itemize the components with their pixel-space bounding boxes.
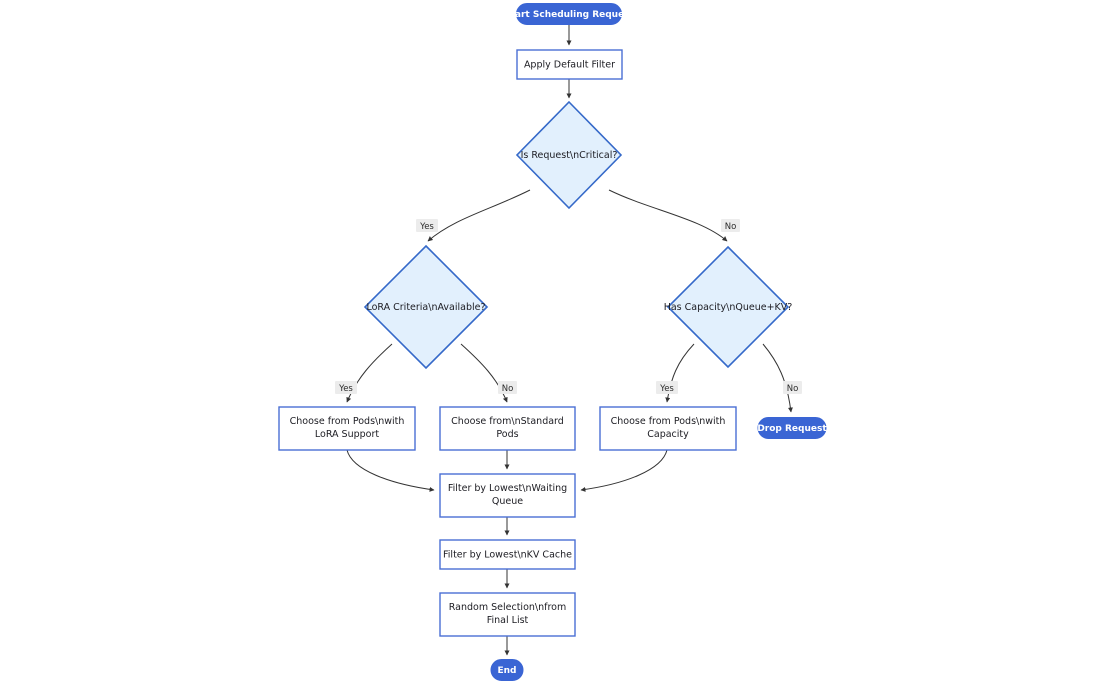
node-choose-lora-pods-label-line2: LoRA Support xyxy=(315,429,380,440)
node-filter-kv-cache-shape[interactable] xyxy=(439,539,576,570)
node-lora-criteria-available[interactable]: LoRA Criteria\nAvailable? xyxy=(363,244,489,370)
node-drop-request-label: Drop Request xyxy=(757,424,827,434)
node-lora-criteria-available-label: LoRA Criteria\nAvailable? xyxy=(366,302,485,313)
edge-label-lora-yes: Yes xyxy=(335,381,357,394)
node-drop-request-shape[interactable] xyxy=(757,417,827,439)
node-start-shape[interactable] xyxy=(516,3,622,25)
edge-label-text: Yes xyxy=(659,384,674,394)
node-has-capacity[interactable]: Has Capacity\nQueue+KV? xyxy=(664,245,793,369)
node-end-shape[interactable] xyxy=(490,659,524,681)
node-has-capacity-shape[interactable] xyxy=(666,245,790,369)
node-apply-default-filter[interactable]: Apply Default Filter xyxy=(516,49,623,80)
node-choose-capacity-pods-shape[interactable] xyxy=(599,406,737,451)
edge-critical-yes-to-lora xyxy=(427,189,531,242)
edge-capacity-no-to-drop xyxy=(762,343,793,413)
node-filter-kv-cache-label: Filter by Lowest\nKV Cache xyxy=(443,550,572,561)
node-filter-waiting-queue-shape[interactable] xyxy=(439,473,576,518)
edges-layer xyxy=(346,25,793,656)
node-is-request-critical[interactable]: Is Request\nCritical? xyxy=(515,100,623,210)
edge-label-text: No xyxy=(725,222,737,232)
node-start[interactable]: Start Scheduling Request xyxy=(504,3,635,25)
node-choose-standard-pods-label-line1: Choose from\nStandard xyxy=(451,416,564,427)
node-filter-waiting-queue-label-line2: Queue xyxy=(492,496,523,507)
node-choose-lora-pods[interactable]: Choose from Pods\nwith LoRA Support xyxy=(278,406,416,451)
edge-label-capacity-no: No xyxy=(783,381,802,394)
edge-critical-no-to-capacity xyxy=(608,189,728,242)
node-choose-capacity-pods[interactable]: Choose from Pods\nwith Capacity xyxy=(599,406,737,451)
node-choose-standard-pods[interactable]: Choose from\nStandard Pods xyxy=(439,406,576,451)
edge-labels-layer: Yes No Yes No Yes No xyxy=(335,219,802,394)
node-choose-capacity-pods-label-line2: Capacity xyxy=(647,429,689,440)
edge-label-text: Yes xyxy=(338,384,353,394)
edge-label-lora-no: No xyxy=(498,381,517,394)
edge-label-text: Yes xyxy=(419,222,434,232)
node-choose-lora-pods-label-line1: Choose from Pods\nwith xyxy=(290,416,405,427)
node-apply-default-filter-label: Apply Default Filter xyxy=(524,60,615,71)
node-end[interactable]: End xyxy=(490,659,524,681)
node-choose-capacity-pods-label-line1: Choose from Pods\nwith xyxy=(611,416,726,427)
node-random-selection-shape[interactable] xyxy=(439,592,576,637)
node-drop-request[interactable]: Drop Request xyxy=(757,417,827,439)
node-random-selection-label-line1: Random Selection\nfrom xyxy=(449,602,566,613)
edge-label-capacity-yes: Yes xyxy=(656,381,678,394)
nodes-layer: Start Scheduling Request Apply Default F… xyxy=(278,3,827,681)
edge-choose-capacity-to-filter-queue xyxy=(580,449,668,492)
node-choose-lora-pods-shape[interactable] xyxy=(278,406,416,451)
edge-label-text: No xyxy=(502,384,514,394)
node-filter-kv-cache[interactable]: Filter by Lowest\nKV Cache xyxy=(439,539,576,570)
node-start-label: Start Scheduling Request xyxy=(504,10,634,20)
node-has-capacity-label: Has Capacity\nQueue+KV? xyxy=(664,302,793,313)
edge-capacity-yes-to-choose-capacity xyxy=(665,343,695,403)
edge-label-text: No xyxy=(787,384,799,394)
node-is-request-critical-shape[interactable] xyxy=(515,100,623,210)
node-apply-default-filter-shape[interactable] xyxy=(516,49,623,80)
node-choose-standard-pods-shape[interactable] xyxy=(439,406,576,451)
node-filter-waiting-queue[interactable]: Filter by Lowest\nWaiting Queue xyxy=(439,473,576,518)
node-is-request-critical-label: Is Request\nCritical? xyxy=(521,150,618,161)
edge-label-critical-yes: Yes xyxy=(416,219,438,232)
node-choose-standard-pods-label-line2: Pods xyxy=(496,429,518,440)
edge-lora-no-to-choose-standard xyxy=(460,343,508,403)
edge-label-critical-no: No xyxy=(721,219,740,232)
node-random-selection[interactable]: Random Selection\nfrom Final List xyxy=(439,592,576,637)
edge-lora-yes-to-choose-lora xyxy=(346,343,393,403)
node-filter-waiting-queue-label-line1: Filter by Lowest\nWaiting xyxy=(448,483,567,494)
node-lora-criteria-available-shape[interactable] xyxy=(363,244,489,370)
node-random-selection-label-line2: Final List xyxy=(487,615,529,626)
node-end-label: End xyxy=(498,666,517,676)
edge-choose-lora-to-filter-queue xyxy=(346,449,435,492)
